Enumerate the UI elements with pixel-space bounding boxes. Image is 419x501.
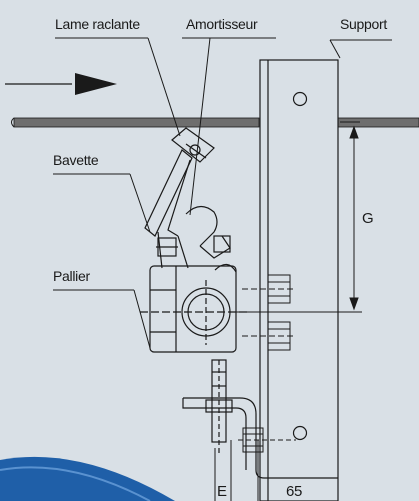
- right-arrow-icon: [5, 73, 117, 95]
- scraper-arm: [144, 149, 193, 269]
- dimension-e-label: E: [217, 483, 227, 500]
- label-support: Support: [340, 16, 387, 32]
- label-amortisseur: Amortisseur: [186, 16, 258, 32]
- corner-swoosh-highlight: [0, 466, 151, 501]
- dimension-e-lines: [214, 440, 259, 501]
- bolt-upper: [242, 274, 296, 304]
- threaded-rod: [205, 359, 233, 455]
- damper: [185, 205, 231, 259]
- dimension-g: [230, 121, 362, 313]
- scraper-blade: [171, 127, 215, 163]
- bottom-bracket: [182, 397, 338, 479]
- bearing-housing: [140, 263, 250, 353]
- label-bavette: Bavette: [53, 152, 99, 168]
- label-leaders: [53, 37, 276, 349]
- bolt-bottom: [238, 427, 296, 453]
- label-lame-raclante: Lame raclante: [55, 16, 140, 32]
- label-pallier: Pallier: [53, 268, 90, 284]
- support-leader: [329, 39, 392, 59]
- dimension-65-label: 65: [286, 483, 303, 500]
- bolt-lower: [242, 321, 296, 351]
- dimension-g-label: G: [362, 210, 374, 227]
